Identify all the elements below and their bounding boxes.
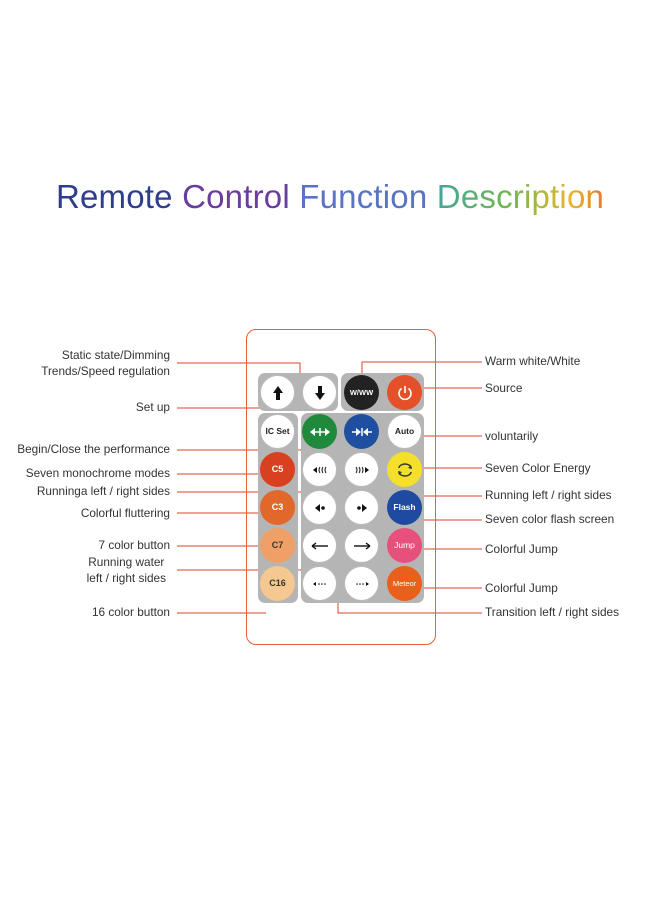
ic-set-button-label: IC Set [265,426,290,437]
auto-button[interactable]: Auto [387,414,422,449]
c5-button[interactable]: C5 [260,452,295,487]
transition-left-button[interactable] [302,566,337,601]
c3-button-label: C3 [271,502,284,512]
flutter-right-button[interactable] [344,490,379,525]
c16-button[interactable]: C16 [260,566,295,601]
run-left-icon [312,466,326,473]
dots-left-icon [312,581,326,586]
flutter-left-icon [314,503,325,512]
label-running: Running left / right sides [485,488,612,502]
warm-white-button-label: W/WW [349,387,374,397]
energy-button[interactable] [387,452,422,487]
label-jump-1: Colorful Jump [485,542,558,556]
remote-outline [246,329,436,645]
meteor-button[interactable]: Meteor [387,566,422,601]
arrow-up-icon [272,385,283,400]
power-icon [397,385,412,400]
label-static-dimming: Static state/Dimming Trends/Speed regula… [41,348,170,379]
transition-right-button[interactable] [344,566,379,601]
flutter-left-button[interactable] [302,490,337,525]
label-water: Running water left / right sides [87,555,166,586]
c16-button-label: C16 [269,578,286,588]
label-fluttering: Colorful fluttering [80,506,170,520]
label-water-line2: left / right sides [86,571,166,585]
begin-close-expand-button[interactable] [302,414,337,449]
jump-button[interactable]: Jump [387,528,422,563]
contract-arrows-icon [351,427,372,436]
power-button[interactable] [387,375,422,410]
title-word-description: Description [436,178,605,215]
run-right-icon [355,466,369,473]
run-right-button[interactable] [344,452,379,487]
flutter-right-icon [356,503,367,512]
jump-button-label: Jump [394,540,415,551]
down-button[interactable] [302,375,337,410]
ic-set-button[interactable]: IC Set [260,414,295,449]
flash-button-label: Flash [393,502,416,513]
title-word-function: Function [299,178,428,215]
label-warm-white: Warm white/White [485,354,581,368]
title-word-control: Control [182,178,290,215]
dots-right-icon [355,581,369,586]
label-static-line2: Trends/Speed regulation [41,364,170,378]
label-voluntarily: voluntarily [485,429,539,443]
leader-transition [337,600,482,614]
label-mono: Seven monochrome modes [25,466,170,480]
label-water-line1: Running water [88,555,165,569]
leader-warm [361,361,482,378]
cycle-icon [397,462,412,477]
long-arrow-right-icon [353,541,370,550]
c3-button[interactable]: C3 [260,490,295,525]
water-right-button[interactable] [344,528,379,563]
c5-button-label: C5 [271,464,284,474]
run-left-button[interactable] [302,452,337,487]
expand-arrows-icon [309,427,330,436]
flash-button[interactable]: Flash [387,490,422,525]
label-energy: Seven Color Energy [485,461,591,475]
arrow-down-icon [314,385,325,400]
label-setup: Set up [135,400,170,414]
label-static-line1: Static state/Dimming [61,348,170,362]
c7-button[interactable]: C7 [260,528,295,563]
long-arrow-left-icon [311,541,328,550]
up-button[interactable] [260,375,295,410]
label-source: Source [485,381,523,395]
water-left-button[interactable] [302,528,337,563]
label-begin-close: Begin/Close the performance [17,442,170,456]
label-runninga: Runninga left / right sides [36,484,170,498]
warm-white-button[interactable]: W/WW [344,375,379,410]
begin-close-contract-button[interactable] [344,414,379,449]
label-7color: 7 color button [98,538,170,552]
label-flash-screen: Seven color flash screen [485,512,615,526]
auto-button-label: Auto [394,426,415,437]
page-title: Remote Control Function Description [0,178,660,216]
meteor-button-label: Meteor [392,578,417,588]
label-transition: Transition left / right sides [485,605,619,619]
c7-button-label: C7 [271,540,284,550]
title-word-remote: Remote [55,178,173,215]
label-16color: 16 color button [91,605,170,619]
label-jump-2: Colorful Jump [485,581,558,595]
